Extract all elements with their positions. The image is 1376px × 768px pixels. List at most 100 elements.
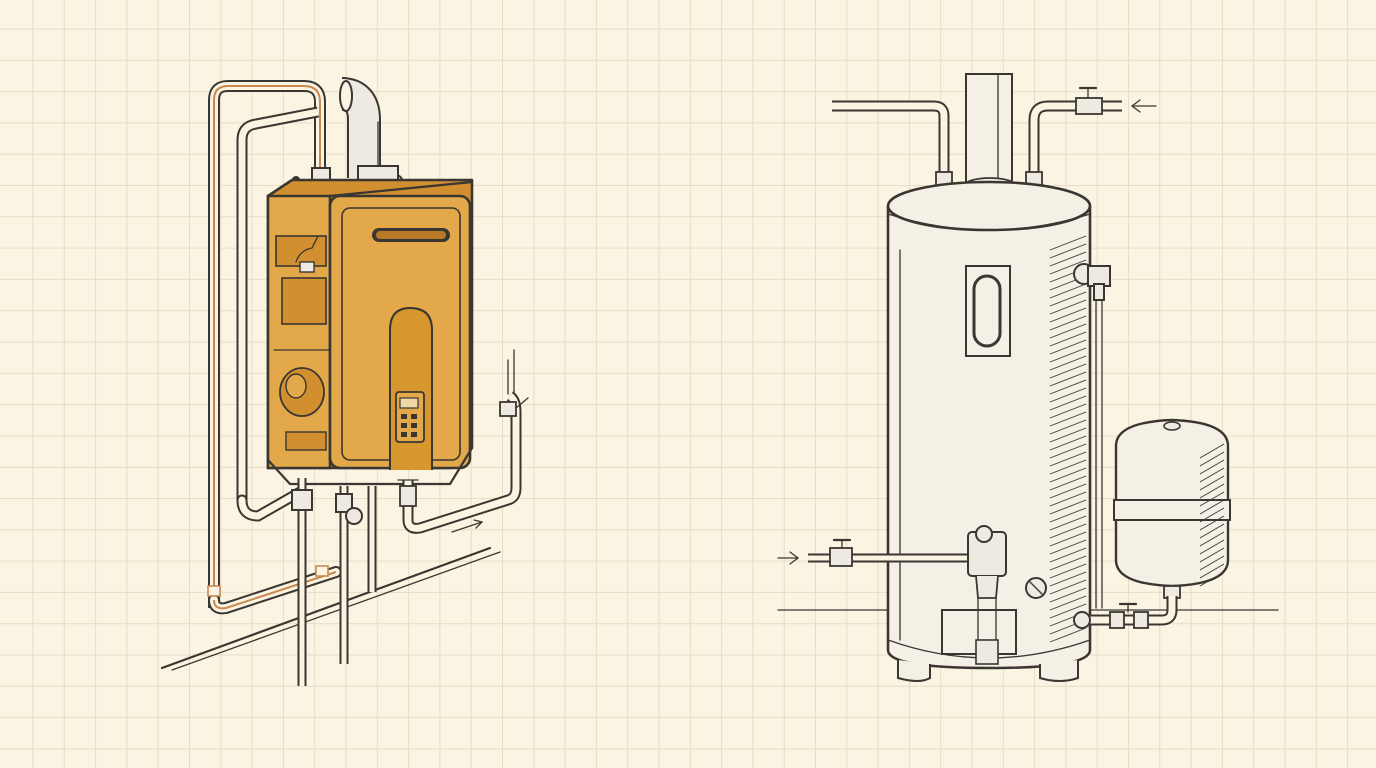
hatch-line [1049, 435, 1087, 451]
gas-control-valve [941, 525, 1047, 665]
hatch-line [1199, 483, 1225, 499]
expansion-tank [1113, 418, 1231, 599]
valve-icon [829, 538, 853, 567]
hatch-line [1049, 499, 1087, 515]
keypad-button [411, 423, 417, 428]
hatch-line [1049, 395, 1087, 411]
control-panel-icon [395, 391, 425, 443]
shading-hatch [1049, 235, 1087, 643]
hatch-line [1049, 291, 1087, 307]
floor-line [160, 546, 501, 671]
bottom-connections [291, 478, 377, 686]
internal-components [273, 235, 331, 451]
hatch-line [1049, 323, 1087, 339]
hatch-line [1199, 443, 1225, 459]
hatch-line [1199, 555, 1225, 571]
hatch-line [1199, 539, 1225, 555]
hatch-line [1049, 595, 1087, 611]
hatch-line [1049, 587, 1087, 603]
hatch-line [1049, 339, 1087, 355]
hatch-line [1049, 443, 1087, 459]
hatch-line [1049, 251, 1087, 267]
drain-pipe [1073, 596, 1178, 629]
hatch-line [1199, 467, 1225, 483]
valve-icon [1075, 86, 1103, 115]
arrow-right-icon [451, 519, 484, 533]
valve-icon [335, 493, 363, 525]
hatch-line [1049, 547, 1087, 563]
tank-water-heater [777, 73, 1279, 682]
keypad-button [401, 414, 407, 419]
hatch-line [1049, 507, 1087, 523]
hatch-line [1049, 363, 1087, 379]
hatch-line [1049, 347, 1087, 363]
hatch-line [1049, 603, 1087, 619]
tank-cylinder [886, 180, 1092, 682]
hatch-line [1049, 579, 1087, 595]
expansion-tank-hatch [1199, 443, 1225, 587]
hatch-line [1049, 459, 1087, 475]
relief-valve [1073, 263, 1111, 609]
valve-icon [499, 397, 529, 417]
hatch-line [1049, 307, 1087, 323]
tankless-water-heater [160, 77, 529, 686]
top-pipes [832, 73, 1157, 195]
hatch-line [1049, 259, 1087, 275]
hatch-line [1199, 531, 1225, 547]
hatch-line [1199, 563, 1225, 579]
hatch-line [1049, 515, 1087, 531]
hatch-line [1049, 315, 1087, 331]
hatch-line [1049, 475, 1087, 491]
hatch-line [1049, 491, 1087, 507]
hatch-line [1049, 563, 1087, 579]
hatch-line [1049, 371, 1087, 387]
hatch-line [1049, 483, 1087, 499]
keypad-buttons [401, 414, 417, 437]
hatch-line [1049, 379, 1087, 395]
hatch-line [1199, 515, 1225, 531]
hatch-line [1049, 523, 1087, 539]
hatch-line [1049, 299, 1087, 315]
hatch-line [1199, 523, 1225, 539]
hatch-line [1049, 283, 1087, 299]
gas-inlet [777, 538, 972, 567]
hatch-line [1199, 507, 1225, 523]
return-pipe [236, 106, 320, 522]
hatch-line [1049, 427, 1087, 443]
hatch-line [1199, 451, 1225, 467]
keypad-button [411, 432, 417, 437]
door-panel [389, 306, 433, 470]
hatch-line [1049, 539, 1087, 555]
hatch-line [1049, 627, 1087, 643]
hatch-line [1049, 419, 1087, 435]
hatch-line [1049, 531, 1087, 547]
hot-water-loop-pipe [207, 80, 342, 615]
hatch-line [1049, 243, 1087, 259]
hatch-line [1049, 355, 1087, 371]
arrow-left-icon [1130, 99, 1157, 113]
keypad-button [401, 432, 407, 437]
valve-icon [397, 479, 419, 507]
keypad-button [411, 414, 417, 419]
hatch-line [1049, 571, 1087, 587]
cold-inlet-pipe [397, 349, 529, 534]
hatch-line [1049, 235, 1087, 251]
keypad-button [401, 423, 407, 428]
hatch-line [1199, 491, 1225, 507]
hatch-line [1049, 387, 1087, 403]
hatch-line [1049, 555, 1087, 571]
hatch-line [1199, 571, 1225, 587]
hatch-line [1199, 475, 1225, 491]
hatch-line [1049, 403, 1087, 419]
valve-icon [1109, 602, 1149, 629]
arrow-right-icon [777, 551, 800, 565]
hatch-line [1199, 547, 1225, 563]
hatch-line [1199, 499, 1225, 515]
front-panel [372, 228, 450, 470]
hatch-line [1049, 411, 1087, 427]
access-panel [965, 265, 1011, 357]
hatch-line [1199, 459, 1225, 475]
